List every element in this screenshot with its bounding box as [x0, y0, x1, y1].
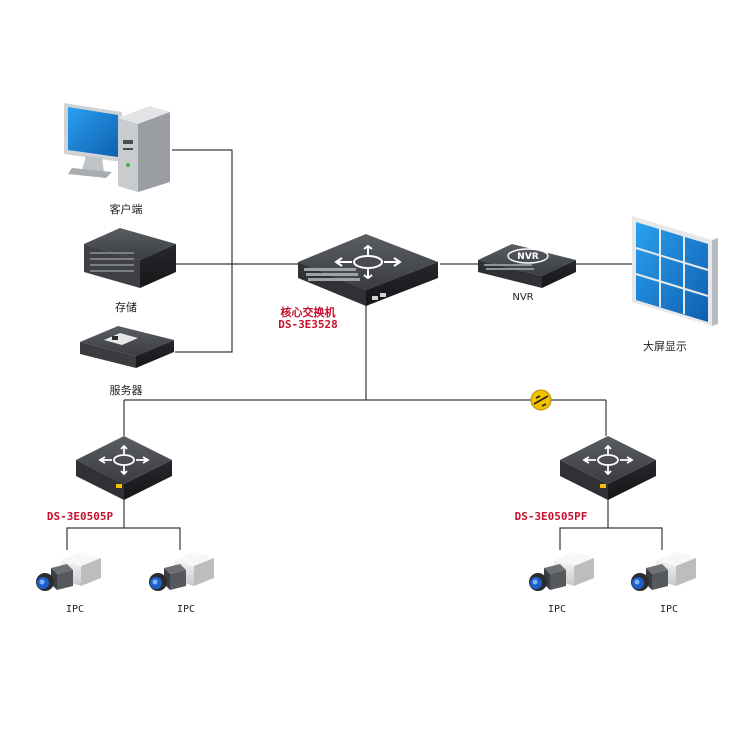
ipc-label: IPC — [65, 604, 85, 615]
nvr-label: NVR — [512, 292, 534, 303]
ipc-camera-icon — [149, 552, 214, 591]
storage-device-icon — [84, 228, 176, 288]
connections — [66, 149, 663, 550]
ipc-camera-icon — [36, 552, 101, 591]
fiber-connector-icon — [530, 389, 552, 411]
access-switch-right-model: DS-3E0505PF — [514, 510, 588, 523]
ipc-label: IPC — [547, 604, 567, 615]
right-cam-bus — [559, 527, 663, 550]
ipc-camera-icon — [529, 552, 594, 591]
core-switch-model: DS-3E3528 — [278, 318, 338, 331]
access-switch-left-icon — [76, 436, 172, 500]
server-icon — [80, 326, 174, 368]
big-screen-label: 大屏显示 — [643, 340, 687, 353]
core-switch-label: 核心交换机 — [280, 306, 336, 319]
access-switch-right-icon — [560, 436, 656, 500]
ipc-camera-icon — [631, 552, 696, 591]
client-link — [172, 149, 233, 264]
client-label: 客户端 — [109, 203, 143, 216]
server-label: 服务器 — [109, 384, 143, 397]
nvr-device-icon — [478, 244, 576, 288]
server-link — [175, 264, 233, 353]
nvr-badge-text: NVR — [517, 252, 538, 262]
client-computer-icon — [64, 103, 170, 192]
ipc-label: IPC — [176, 604, 196, 615]
video-wall-icon — [632, 216, 718, 326]
core-switch-icon — [298, 234, 438, 306]
access-switch-left-model: DS-3E0505P — [46, 510, 114, 523]
ipc-label: IPC — [659, 604, 679, 615]
left-cam-bus — [66, 527, 181, 550]
storage-label: 存储 — [115, 301, 137, 314]
